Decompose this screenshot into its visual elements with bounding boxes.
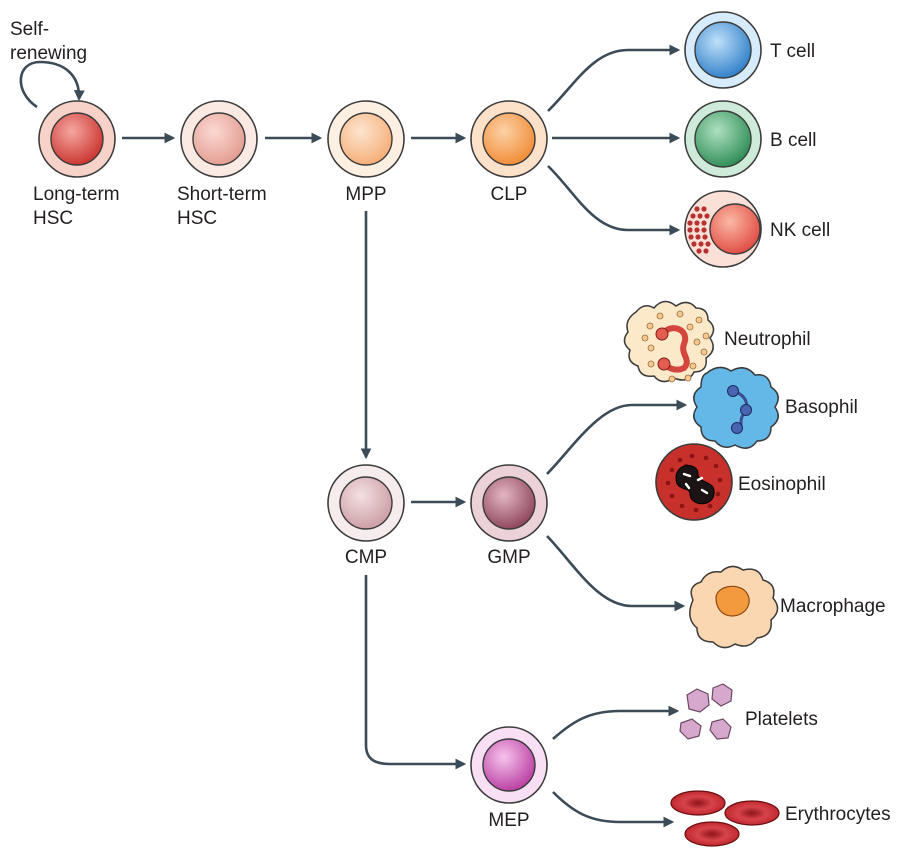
b-cell-label: B cell <box>770 130 816 151</box>
t-cell <box>684 11 762 89</box>
st-hsc-cell <box>180 100 258 178</box>
platelets <box>679 683 733 740</box>
arrow-cmp-to-mep <box>364 575 467 770</box>
basophil-label: Basophil <box>785 397 858 418</box>
lt-hsc-cell <box>38 100 116 178</box>
mep-label: MEP <box>488 810 529 831</box>
arrows <box>19 44 688 828</box>
erythrocytes-label: Erythrocytes <box>785 804 891 825</box>
t-cell-label: T cell <box>770 41 815 62</box>
arrow-mep-to-erythrocytes <box>552 791 675 828</box>
arrow-clp-to-nk-cell <box>547 165 681 236</box>
eosinophil-cell <box>655 443 733 521</box>
basophil-cell <box>693 366 779 449</box>
self-renewal-arrow <box>19 60 85 109</box>
macrophage-cell <box>689 565 779 649</box>
neutrophil-cell <box>623 300 715 383</box>
nk-cell-label: NK cell <box>770 220 830 241</box>
arrow-clp-to-t-cell <box>547 44 681 112</box>
self-renewing-label: Self- renewing <box>10 19 87 64</box>
mep-cell <box>470 726 548 804</box>
platelets-label: Platelets <box>745 709 818 730</box>
b-cell <box>684 100 762 178</box>
labels: Self- renewing Long-term HSC Short-term … <box>10 19 891 831</box>
arrow-mep-to-platelets <box>552 705 680 740</box>
macrophage-label: Macrophage <box>780 596 886 617</box>
gmp-label: GMP <box>487 547 530 568</box>
clp-cell <box>470 100 548 178</box>
cmp-cell <box>327 464 405 542</box>
arrow-gmp-to-granulocytes <box>546 399 688 475</box>
cmp-label: CMP <box>345 547 387 568</box>
erythrocytes <box>670 790 780 847</box>
arrow-gmp-to-macrophage <box>546 535 686 612</box>
nk-cell <box>684 190 762 268</box>
mpp-label: MPP <box>345 184 386 205</box>
nk-granules <box>687 206 711 254</box>
mpp-cell <box>327 100 405 178</box>
st-hsc-label: Short-term HSC <box>177 184 272 229</box>
lt-hsc-label: Long-term HSC <box>33 184 125 229</box>
eosinophil-label: Eosinophil <box>738 474 826 495</box>
neutrophil-label: Neutrophil <box>724 329 811 350</box>
clp-label: CLP <box>491 184 528 205</box>
gmp-cell <box>470 464 548 542</box>
